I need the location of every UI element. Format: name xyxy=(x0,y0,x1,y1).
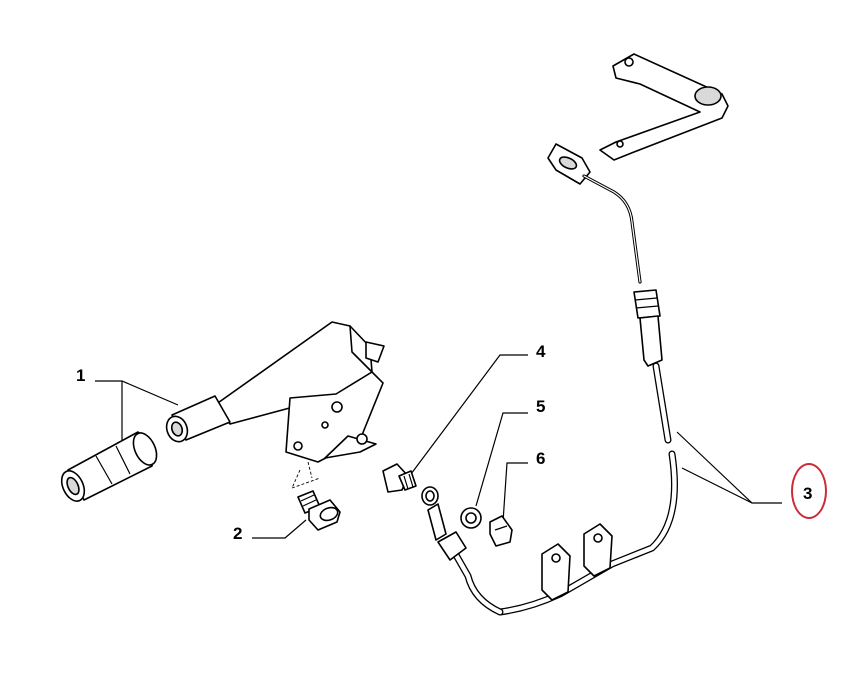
clip-body xyxy=(489,515,513,547)
cable-end-stub xyxy=(427,503,447,541)
bracket-hole-top xyxy=(624,57,634,67)
screw-head xyxy=(319,506,339,522)
lever-grip xyxy=(60,431,158,502)
upper-wire xyxy=(582,174,642,284)
washer-inner xyxy=(465,512,477,524)
leader-2 xyxy=(252,519,307,539)
cable-bolt xyxy=(382,463,417,493)
sheath-bracket-left-hole xyxy=(551,553,561,563)
cable-bracket xyxy=(599,53,729,161)
cable-adjuster xyxy=(633,289,661,319)
callout-1: 1 xyxy=(76,366,86,385)
left-sheath-core xyxy=(449,545,503,615)
callout-5: 5 xyxy=(536,397,546,416)
leader-1a xyxy=(95,380,179,406)
pivot-hole xyxy=(331,401,343,413)
bolt-hole xyxy=(321,421,329,429)
grip-bore xyxy=(66,476,80,496)
sheath-bracket-right xyxy=(583,523,613,577)
assembly-guide xyxy=(291,461,321,489)
washer xyxy=(460,507,482,529)
upper-sheath-core xyxy=(653,363,671,443)
screw-threads xyxy=(300,494,317,507)
mount-hole xyxy=(293,441,303,451)
leader-6 xyxy=(502,462,528,523)
sheath-bracket-left xyxy=(541,543,571,601)
ratchet-pin xyxy=(356,433,368,445)
upper-wire-core xyxy=(583,175,641,283)
leader-4 xyxy=(407,354,528,479)
banjo-ring-hole xyxy=(425,490,435,502)
handbrake-lever xyxy=(165,321,385,463)
cable-eye-hole xyxy=(558,156,578,170)
lever-arm-edge xyxy=(349,325,373,373)
leader-lines xyxy=(95,354,782,539)
cable-end-fitting xyxy=(437,531,467,561)
clip-fold xyxy=(494,525,508,531)
callout-3-highlight-ring xyxy=(791,463,827,519)
lever-bracket-tab xyxy=(365,341,385,363)
lower-sheath-core xyxy=(497,451,677,615)
bolt-shank xyxy=(398,470,417,491)
lever-rod-bore xyxy=(170,421,184,437)
callout-2: 2 xyxy=(233,524,243,543)
sheath-bracket-right-hole xyxy=(593,533,603,543)
callout-6: 6 xyxy=(536,449,546,468)
bracket-bushing xyxy=(694,86,722,106)
cable-sleeve xyxy=(639,315,663,367)
leader-3b xyxy=(681,467,753,504)
bracket-hole-bottom xyxy=(616,140,624,148)
callout-4: 4 xyxy=(536,342,546,361)
brake-cable xyxy=(421,53,729,616)
bolt-threads xyxy=(403,473,414,490)
adjuster-threads xyxy=(634,297,659,309)
grip-cap xyxy=(132,432,158,466)
mounting-screw xyxy=(297,490,341,531)
leader-5 xyxy=(475,412,528,507)
retaining-clip xyxy=(489,515,513,547)
grip-ribs xyxy=(95,445,131,485)
